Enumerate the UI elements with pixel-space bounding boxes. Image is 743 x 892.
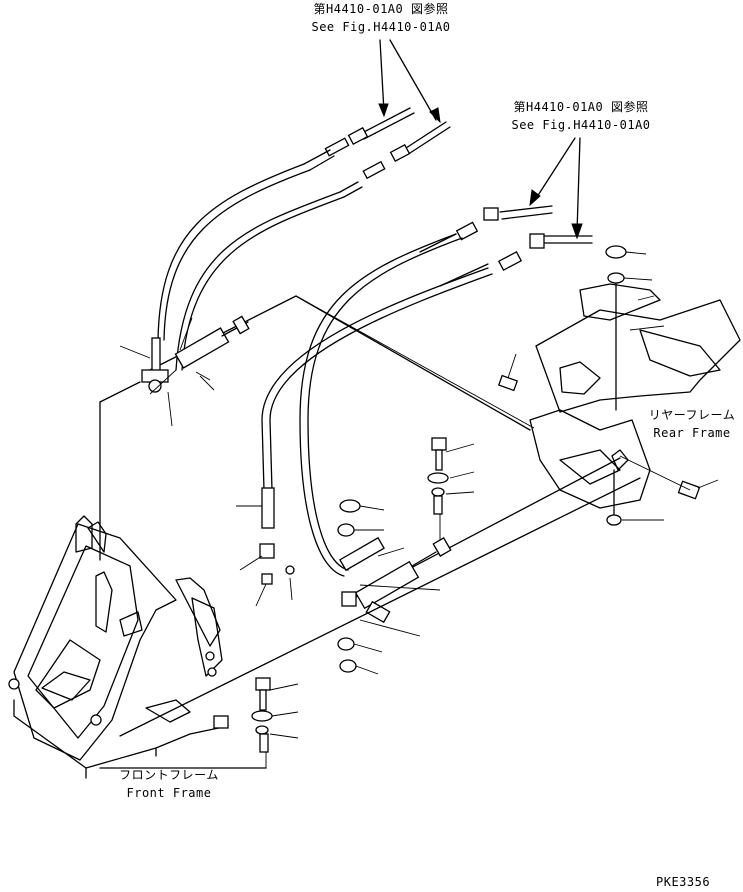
bolt-set-lower xyxy=(251,677,299,768)
steering-cylinder-right xyxy=(339,457,621,637)
leader-lines xyxy=(149,295,535,429)
front-frame-label-jp: フロントフレーム xyxy=(119,768,219,782)
hose-pair-right xyxy=(261,205,593,577)
front-frame-label-en: Front Frame xyxy=(126,786,212,800)
rear-frame-label-jp: リヤーフレーム xyxy=(648,408,736,422)
hose-pair-upper xyxy=(157,107,451,371)
rear-frame-label-en: Rear Frame xyxy=(653,426,731,440)
reference-arrows-top xyxy=(378,39,441,124)
figure-code: PKE3356 xyxy=(656,875,711,889)
rear-frame-drawing xyxy=(497,245,741,526)
ref-top-en: See Fig.H4410-01A0 xyxy=(311,20,451,34)
ref-top-jp: 第H4410-01A0 図参照 xyxy=(313,2,449,16)
bolt-set-upper xyxy=(427,437,475,540)
fittings-lower-left xyxy=(236,487,391,675)
reference-arrows-right xyxy=(529,137,583,240)
front-frame-drawing xyxy=(8,477,641,779)
ref-right-jp: 第H4410-01A0 図参照 xyxy=(513,100,649,114)
ref-right-en: See Fig.H4410-01A0 xyxy=(511,118,651,132)
steering-cylinder-left xyxy=(99,295,531,561)
